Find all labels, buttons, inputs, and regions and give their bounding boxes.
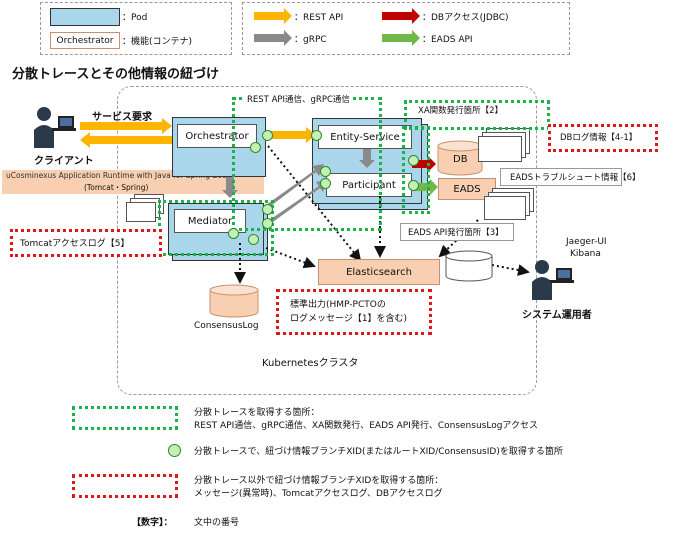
- cluster-label: Kubernetesクラスタ: [262, 358, 359, 369]
- db-log-note-text: DBログ情報【4-1】: [560, 133, 638, 143]
- legend-arrows: [254, 8, 420, 46]
- entity-service-function: Entity-Service: [318, 125, 412, 149]
- legend-pod-swatch: [50, 8, 120, 26]
- eads-api-note-text: EADS API発行箇所【3】: [408, 228, 504, 238]
- operator-tool-line1: Jaeger-UI: [566, 237, 607, 247]
- legend-eads-arrow: [382, 30, 420, 46]
- service-request-label: サービス要求: [92, 112, 152, 123]
- xid-point-orch-2: [250, 142, 261, 153]
- legend-grpc-label: ：gRPC: [294, 35, 327, 45]
- eads-box: EADS: [438, 178, 496, 200]
- tomcat-log-note-text: Tomcatアクセスログ【5】: [20, 239, 130, 249]
- footer-green-line2: REST API通信、gRPC通信、XA関数発行、EADS API発行、Cons…: [194, 421, 538, 431]
- eads-trouble-note: [500, 168, 622, 186]
- grpc-mediator-participant-arrow-2: [268, 180, 328, 224]
- stdout-note: [276, 289, 432, 335]
- xid-point-entity: [311, 130, 322, 141]
- eads-api-note: [400, 223, 514, 241]
- db-log-doc-1: [478, 136, 522, 162]
- operator-person-icon: [532, 260, 574, 300]
- eads-trouble-note-text: EADSトラブルシュート情報【6】: [510, 173, 641, 183]
- footer-circle-swatch: [168, 444, 181, 457]
- legend-pod-label: ：Pod: [122, 13, 148, 23]
- xid-point-db: [408, 155, 419, 166]
- legend-eads-label: ：EADS API: [422, 35, 473, 45]
- participant-function: Participant: [326, 173, 412, 197]
- xa-region: [404, 100, 550, 130]
- client-label: クライアント: [34, 156, 94, 167]
- footer-green-swatch: [72, 406, 178, 430]
- footer-red-swatch: [72, 474, 178, 498]
- xid-point-mediator-2: [262, 218, 273, 229]
- legend-function-sample: Orchestrator: [50, 32, 120, 49]
- legend-db-label: ：DBアクセス(JDBC): [422, 13, 509, 23]
- legend-right: [242, 2, 570, 55]
- legend-rest-arrow: [254, 8, 292, 24]
- consensus-log-label: ConsensusLog: [194, 321, 259, 331]
- page-title: 分散トレースとその他情報の紐づけ: [12, 67, 219, 82]
- footer-green-line1: 分散トレースを取得する箇所：: [194, 408, 320, 418]
- legend-rest-label: ：REST API: [294, 13, 344, 23]
- footer-number-text: 文中の番号: [194, 518, 240, 528]
- rest-orch-entity-arrow: [266, 127, 316, 143]
- client-person-icon: [34, 107, 76, 148]
- consensus-region: [158, 200, 274, 256]
- operator-tool-line2: Kibana: [570, 249, 601, 259]
- elasticsearch-db-icon: [445, 250, 493, 282]
- xid-point-mediator-4: [248, 234, 259, 245]
- grpc-entity-participant-arrow: [359, 149, 375, 168]
- footer-number-key: 【数字】：: [132, 518, 173, 528]
- xa-note: XA関数発行箇所【2】: [418, 106, 504, 116]
- xid-point-participant-2: [320, 178, 331, 189]
- eads-doc-1: [484, 196, 526, 220]
- db-label: DB: [453, 154, 468, 165]
- legend-grpc-arrow: [254, 30, 292, 46]
- rest-grpc-note: REST API通信、gRPC通信: [244, 93, 353, 105]
- app-runtime-line2: (Tomcat・Spring): [84, 183, 149, 192]
- xid-point-mediator-1: [262, 204, 273, 215]
- client-rest-arrows: [80, 118, 172, 148]
- db-cylinder: [437, 140, 483, 176]
- footer-red-line2: メッセージ(異常時)、Tomcatアクセスログ、DBアクセスログ: [194, 489, 443, 499]
- stdout-note-line1: 標準出力(HMP-PCTOの: [290, 300, 386, 310]
- db-eads-call-region: [402, 126, 430, 214]
- tomcat-log-note: [10, 229, 162, 257]
- footer-red-line1: 分散トレース以外で紐づけ情報ブランチXIDを取得する箇所：: [194, 476, 444, 486]
- tomcat-doc-1: [126, 202, 156, 222]
- footer-circle-text: 分散トレースで、紐づけ情報ブランチXID(またはルートXID/Consensus…: [194, 447, 563, 457]
- xid-point-participant-1: [320, 166, 331, 177]
- app-runtime-line1: uCosminexus Application Runtime with Jav…: [6, 171, 230, 180]
- consensus-log-cylinder: [209, 284, 259, 318]
- db-log-note: [548, 124, 658, 152]
- operator-label: システム運用者: [522, 310, 592, 321]
- xid-point-eads: [408, 180, 419, 191]
- xid-point-mediator-3: [228, 228, 239, 239]
- legend-db-arrow: [382, 8, 420, 24]
- elasticsearch-box: Elasticsearch: [318, 259, 440, 285]
- legend-function-label: ：機能(コンテナ): [122, 37, 193, 47]
- orchestrator-function: Orchestrator: [177, 124, 257, 148]
- grpc-mediator-participant-arrow-1: [266, 164, 324, 208]
- xid-point-orch-1: [262, 130, 273, 141]
- stdout-note-line2: ログメッセージ【1】を含む): [290, 314, 408, 324]
